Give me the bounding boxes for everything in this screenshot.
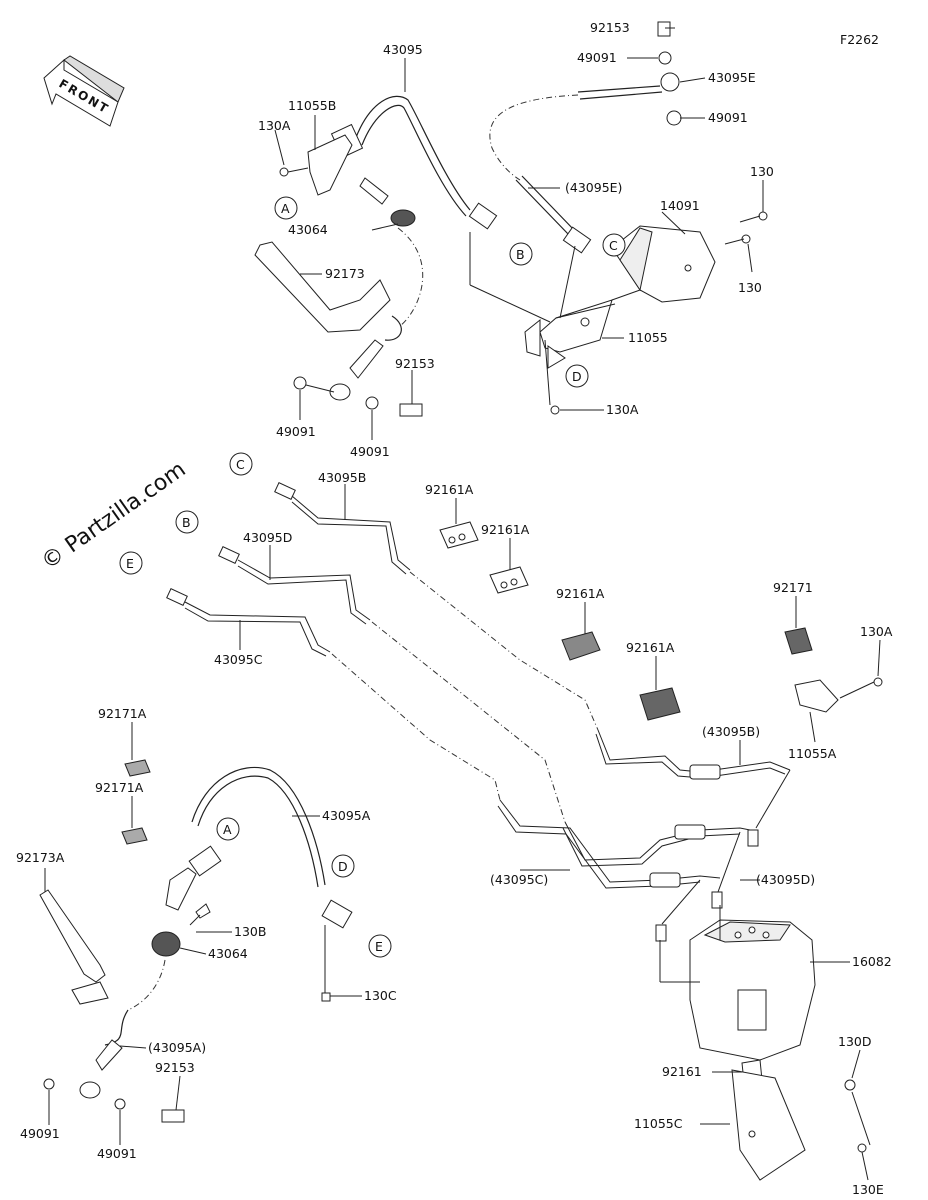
svg-text:A: A (281, 201, 290, 216)
label-92153-mid: 92153 (395, 356, 435, 371)
marker-C2: C (229, 452, 253, 476)
marker-B1: B (509, 242, 533, 266)
svg-text:D: D (572, 369, 582, 384)
label-14091: 14091 (660, 198, 700, 213)
label-49091-mid1: 49091 (276, 424, 316, 439)
label-43095C: 43095C (214, 652, 263, 667)
label-16082: 16082 (852, 954, 892, 969)
label-92161A-3: 92161A (556, 586, 605, 601)
label-11055A: 11055A (788, 746, 837, 761)
label-92161A-4: 92161A (626, 640, 675, 655)
label-43095B-paren: (43095B) (702, 724, 760, 739)
label-92161A-1: 92161A (425, 482, 474, 497)
label-130A-2: 130A (606, 402, 639, 417)
label-49091-bot2: 49091 (97, 1146, 137, 1161)
label-130E: 130E (852, 1182, 884, 1197)
svg-text:D: D (338, 859, 348, 874)
marker-C1: C (602, 233, 626, 257)
label-49091-top1: 49091 (577, 50, 617, 65)
lower-hose-assembly (39, 759, 353, 1123)
label-43095D: 43095D (243, 530, 292, 545)
marker-E2: E (368, 934, 392, 958)
svg-text:E: E (126, 556, 134, 571)
label-11055: 11055 (628, 330, 668, 345)
label-49091-bot1: 49091 (20, 1126, 60, 1141)
label-92171A-2: 92171A (95, 780, 144, 795)
label-130D: 130D (838, 1034, 871, 1049)
marker-A1: A (274, 196, 298, 220)
label-43095C-paren: (43095C) (490, 872, 548, 887)
label-92153-top: 92153 (590, 20, 630, 35)
label-130A-1: 130A (258, 118, 291, 133)
front-brake-hose-assembly (254, 95, 498, 417)
rear-hose-assembly (469, 21, 768, 415)
label-49091-mid2: 49091 (350, 444, 390, 459)
label-43095: 43095 (383, 42, 423, 57)
marker-A2: A (216, 817, 240, 841)
label-43095A-paren: (43095A) (148, 1040, 206, 1055)
svg-text:C: C (236, 457, 245, 472)
marker-E1: E (119, 551, 143, 575)
abs-unit-assembly (689, 919, 871, 1181)
label-11055B: 11055B (288, 98, 336, 113)
label-130-2: 130 (738, 280, 762, 295)
label-43095D-paren: (43095D) (756, 872, 815, 887)
label-92153-bot: 92153 (155, 1060, 195, 1075)
label-43064-1: 43064 (288, 222, 328, 237)
label-92171A-1: 92171A (98, 706, 147, 721)
marker-D1: D (565, 364, 589, 388)
label-130A-3: 130A (860, 624, 893, 639)
label-43095B: 43095B (318, 470, 366, 485)
svg-text:A: A (223, 822, 232, 837)
label-92161: 92161 (662, 1064, 702, 1079)
label-92171: 92171 (773, 580, 813, 595)
label-43095A: 43095A (322, 808, 371, 823)
leader-lines (44, 27, 881, 1181)
marker-D2: D (331, 854, 355, 878)
right-clamp-parts (784, 627, 883, 713)
label-92173A: 92173A (16, 850, 65, 865)
svg-text:C: C (609, 238, 618, 253)
label-130-1: 130 (750, 164, 774, 179)
brake-pipes (166, 482, 791, 942)
watermark: © Partzilla.com (37, 457, 190, 575)
label-92161A-2: 92161A (481, 522, 530, 537)
svg-text:B: B (516, 247, 525, 262)
label-11055C: 11055C (634, 1116, 683, 1131)
connection-markers: A B C D C B E A D E (119, 196, 626, 958)
label-43064-2: 43064 (208, 946, 248, 961)
clamps-92161A (439, 521, 681, 721)
label-130C: 130C (364, 988, 397, 1003)
front-arrow-icon: FRONT (43, 55, 125, 127)
label-130B: 130B (234, 924, 266, 939)
svg-text:B: B (182, 515, 191, 530)
marker-B2: B (175, 510, 199, 534)
label-43095E: 43095E (708, 70, 756, 85)
figure-code: F2262 (840, 32, 879, 47)
label-49091-top2: 49091 (708, 110, 748, 125)
label-92173: 92173 (325, 266, 365, 281)
svg-text:E: E (375, 939, 383, 954)
label-43095E-paren: (43095E) (565, 180, 622, 195)
callout-labels: 92153 49091 43095E 49091 43095 11055B 13… (16, 20, 893, 1197)
